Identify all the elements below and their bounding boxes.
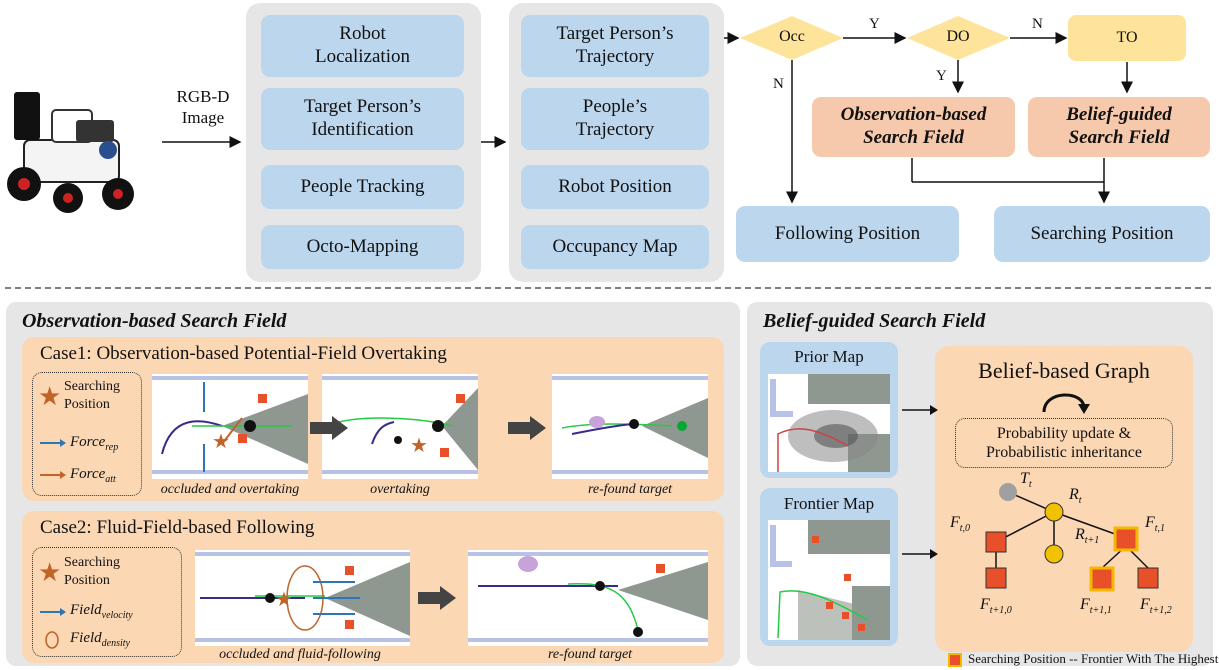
- case1-title: Case1: Observation-based Potential-Field…: [40, 343, 447, 364]
- node-R-label: Rt: [1069, 486, 1082, 507]
- node-F12-label: Ft+1,2: [1140, 596, 1172, 617]
- case2-step-arrow: [418, 586, 456, 610]
- robot-node: [1044, 502, 1064, 522]
- belief-graph-panel: [935, 346, 1193, 652]
- star-icon: ★: [38, 558, 62, 587]
- highlight-frontier-icon: [948, 653, 962, 667]
- case1-map-2: ★: [322, 374, 478, 479]
- node-R1-label: Rt+1: [1075, 526, 1100, 547]
- do-label: DO: [946, 28, 970, 45]
- belief-section-title: Belief-guided Search Field: [763, 310, 986, 332]
- orange-arrow-icon: [40, 471, 66, 479]
- belief-legend-label: Searching Position -- Frontier With The …: [968, 651, 1219, 666]
- case1-caption-3: re-found target: [587, 482, 673, 497]
- frontier-node: [985, 567, 1007, 589]
- ellipse-icon: [45, 631, 59, 649]
- svg-text:★: ★: [212, 431, 230, 453]
- cycle-arrow-icon: [1042, 393, 1090, 414]
- node-T-label: Tt: [1020, 470, 1032, 491]
- blue-arrow-icon: [40, 608, 66, 616]
- robot-position-box: Robot Position: [521, 165, 709, 209]
- top-connectors: [5, 16, 1214, 289]
- svg-text:★: ★: [275, 589, 293, 611]
- target-node: [999, 483, 1017, 501]
- occupancy-map-box: Occupancy Map: [521, 225, 709, 269]
- case1-step-arrow-1: [310, 416, 348, 440]
- frontier-node: [985, 531, 1007, 553]
- case1-step-arrow-2: [508, 416, 546, 440]
- prior-map-title: Prior Map: [794, 347, 864, 366]
- force-att-label: Forceatt: [70, 466, 116, 485]
- frontier-highlight-node: [1089, 566, 1115, 592]
- node-F11-label: Ft+1,1: [1080, 596, 1112, 617]
- robot-next-node: [1044, 544, 1064, 564]
- belief-graph-tree: [985, 483, 1159, 592]
- occ-diamond: [740, 16, 843, 60]
- observation-field-box: Observation-based Search Field: [812, 97, 1015, 157]
- do-yes-label: Y: [936, 68, 947, 84]
- to-box: TO: [1068, 15, 1186, 61]
- people-tracking-box: People Tracking: [261, 165, 464, 209]
- case2-star-label: Searching Position: [64, 555, 120, 588]
- frontier-map-title: Frontier Map: [783, 494, 875, 513]
- target-identification-box: Target Person’s Identification: [261, 88, 464, 150]
- frontier-node: [1137, 567, 1159, 589]
- belief-field-box: Belief-guided Search Field: [1028, 97, 1210, 157]
- blue-arrow-icon: [40, 439, 66, 447]
- case1-caption-2: overtaking: [370, 482, 430, 497]
- frontier-map-image: [768, 520, 890, 640]
- occ-yes-label: Y: [869, 16, 880, 32]
- probability-update-box: Probability update & Probabilistic inher…: [955, 418, 1173, 468]
- searching-position-box: Searching Position: [994, 206, 1210, 262]
- field-density-label: Fielddensity: [70, 630, 130, 649]
- case2-map-1: ★: [195, 550, 410, 646]
- node-F1-label: Ft,1: [1145, 514, 1166, 535]
- occ-label: Occ: [779, 28, 805, 45]
- case2-legend: [32, 547, 182, 657]
- obs-section-title: Observation-based Search Field: [22, 310, 287, 332]
- star-icon: ★: [38, 382, 62, 411]
- case1-star-label: Searching Position: [64, 379, 120, 412]
- case2-title: Case2: Fluid-Field-based Following: [40, 517, 315, 538]
- frontier-highlight-node: [1113, 526, 1139, 552]
- occ-no-label: N: [773, 76, 784, 92]
- do-diamond: [907, 16, 1010, 60]
- map-to-graph-arrows: [902, 405, 938, 559]
- node-F0-label: Ft,0: [950, 514, 971, 535]
- svg-text:★: ★: [410, 435, 428, 457]
- node-F10-label: Ft+1,0: [980, 596, 1012, 617]
- force-rep-label: Forcerep: [70, 434, 119, 453]
- robot-image: [7, 92, 134, 213]
- do-no-label: N: [1032, 16, 1043, 32]
- case2-caption-1: occluded and fluid-following: [219, 647, 381, 662]
- robot-localization-box: Robot Localization: [261, 15, 464, 77]
- case2-caption-2: re-found target: [547, 647, 633, 662]
- prior-map-image: [768, 374, 890, 472]
- case1-legend: [32, 372, 142, 496]
- case1-caption-1: occluded and overtaking: [160, 482, 300, 497]
- target-trajectory-box: Target Person’s Trajectory: [521, 15, 709, 77]
- following-position-box: Following Position: [736, 206, 959, 262]
- case1-map-1: ★: [152, 374, 308, 479]
- case1-map-3: [552, 374, 708, 479]
- case2-map-2: [468, 550, 708, 646]
- belief-graph-title: Belief-based Graph: [978, 358, 1150, 383]
- people-trajectory-box: People’s Trajectory: [521, 88, 709, 150]
- field-velocity-label: Fieldvelocity: [70, 602, 133, 621]
- octo-mapping-box: Octo-Mapping: [261, 225, 464, 269]
